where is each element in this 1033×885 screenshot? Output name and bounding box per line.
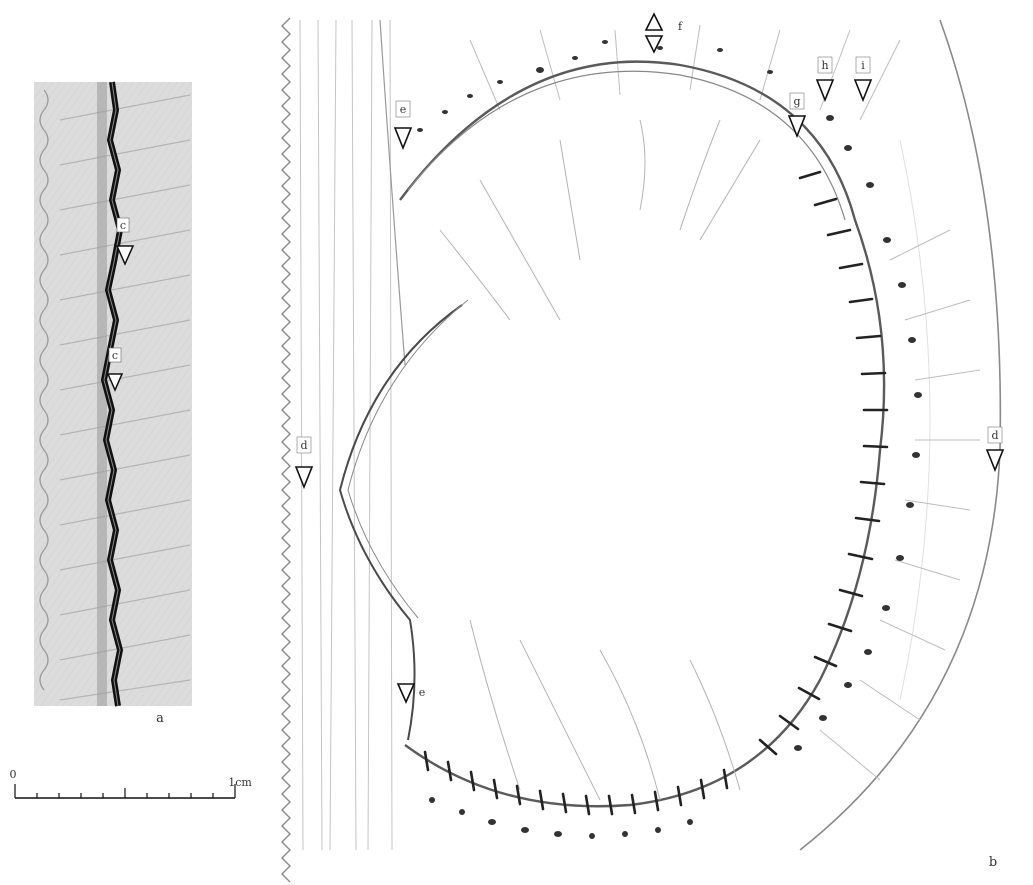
marker-b-h-label: h <box>821 59 828 72</box>
panel-a-drawing <box>34 82 192 706</box>
marker-b-f: f <box>646 14 683 52</box>
marker-b-g-label: g <box>793 95 800 108</box>
marker-a-c1-label: c <box>120 219 126 232</box>
marker-b-e-bottom: e <box>398 684 425 702</box>
marker-a-c2-label: c <box>112 349 118 362</box>
scale-bar: 0 1cm <box>10 768 253 798</box>
panel-b-label: b <box>989 855 997 870</box>
marker-b-d-left: d <box>296 437 312 487</box>
scale-bar-start-label: 0 <box>10 768 17 781</box>
marker-b-h: h <box>817 57 833 100</box>
marker-b-i-label: i <box>861 59 865 72</box>
marker-b-e-top: e <box>395 101 411 148</box>
marker-b-f-label: f <box>678 20 683 33</box>
marker-b-d-left-label: d <box>300 439 307 452</box>
panel-b-drawing <box>282 18 1000 882</box>
scale-bar-end-label: 1cm <box>228 776 252 789</box>
marker-b-d-right-label: d <box>991 429 998 442</box>
marker-b-e-top-label: e <box>400 103 407 116</box>
marker-b-e-bottom-label: e <box>419 686 426 699</box>
panel-a-label: a <box>156 711 164 726</box>
marker-b-i: i <box>855 57 871 100</box>
